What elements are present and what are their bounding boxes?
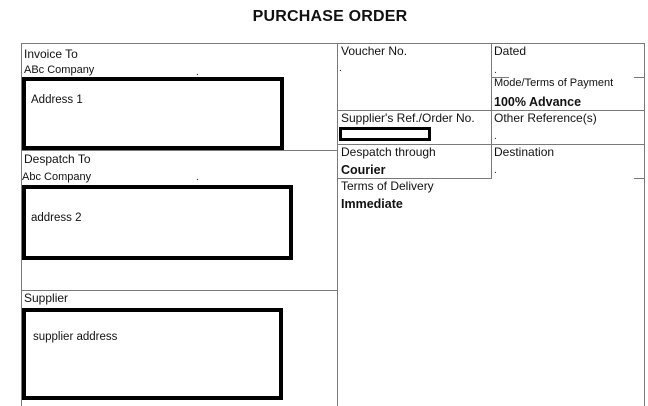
despatch-address: address 2 <box>31 212 82 224</box>
despatch-through-label: Despatch through <box>341 145 436 159</box>
left-border <box>21 43 22 406</box>
supplier-ref-box[interactable] <box>339 127 431 141</box>
despatch-dot: . <box>196 172 199 183</box>
payment-value: 100% Advance <box>494 95 582 109</box>
despatch-divider <box>21 290 337 291</box>
invoice-address: Address 1 <box>31 94 83 106</box>
page-title: PURCHASE ORDER <box>252 8 408 25</box>
invoice-dot: . <box>196 67 199 78</box>
terms-label: Terms of Delivery <box>341 179 434 193</box>
payment-cell: Mode/Terms of Payment 100% Advance <box>492 78 642 110</box>
right-border <box>644 43 645 406</box>
supplier-ref-label: Supplier's Ref./Order No. <box>341 111 475 125</box>
row-divider-3 <box>337 178 491 179</box>
voucher-label: Voucher No. <box>341 44 408 58</box>
invoice-address-box[interactable] <box>22 77 284 150</box>
other-ref-value: . <box>494 131 497 142</box>
despatch-address-box[interactable] <box>22 185 293 260</box>
destination-value: . <box>494 165 497 176</box>
payment-label: Mode/Terms of Payment <box>494 78 614 89</box>
supplier-address: supplier address <box>33 331 118 343</box>
right-column-divider <box>491 43 492 179</box>
dated-tick-left <box>491 77 509 78</box>
invoice-company: ABc Company <box>24 64 95 76</box>
despatch-company: Abc Company <box>22 171 92 183</box>
middle-divider <box>337 43 338 406</box>
dated-label: Dated <box>494 44 527 58</box>
despatch-to-label: Despatch To <box>24 152 91 166</box>
dated-tick-right <box>634 77 644 78</box>
invoice-to-label: Invoice To <box>24 47 78 61</box>
row-divider-1 <box>337 110 644 111</box>
terms-value: Immediate <box>341 197 403 211</box>
row-divider-2 <box>337 144 644 145</box>
voucher-value: . <box>339 63 342 74</box>
supplier-address-box[interactable] <box>22 308 283 400</box>
despatch-through-value: Courier <box>341 163 386 177</box>
dated-value: . <box>494 65 497 76</box>
destination-tick <box>634 178 644 179</box>
other-ref-label: Other Reference(s) <box>494 111 597 125</box>
top-border <box>21 43 644 44</box>
invoice-divider <box>21 150 337 151</box>
supplier-label: Supplier <box>24 291 69 305</box>
destination-label: Destination <box>494 145 555 159</box>
